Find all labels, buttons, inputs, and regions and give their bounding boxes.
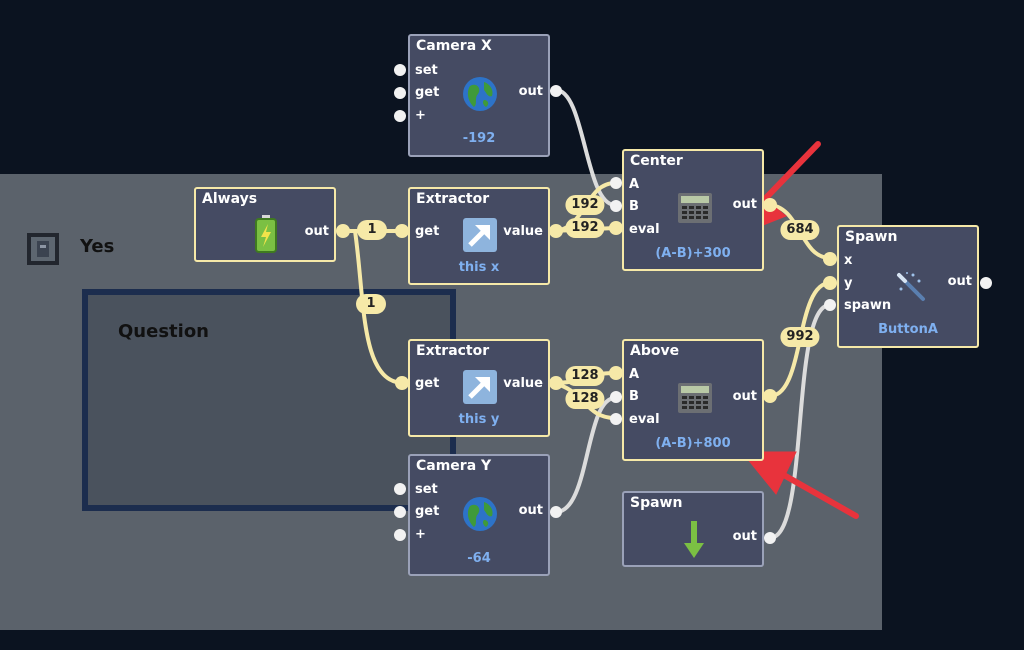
down-arrow-icon	[684, 521, 704, 558]
arrow-up-right-icon	[463, 218, 497, 252]
node-title: Always	[202, 191, 258, 207]
above-eval-port[interactable]	[610, 413, 622, 425]
port-out: out	[732, 529, 757, 544]
object-icon[interactable]	[26, 232, 60, 266]
node-title: Above	[630, 343, 680, 359]
port-get: get	[415, 376, 440, 391]
wire-value-above-a: 128	[565, 366, 605, 386]
camera-y-out-port[interactable]	[550, 506, 562, 518]
calculator-icon	[678, 193, 712, 223]
wire-value-always-branch: 1	[356, 294, 386, 314]
wire-value-center-b: 192	[565, 218, 605, 238]
wire-value-always-out: 1	[357, 220, 387, 240]
port-set: set	[415, 63, 438, 78]
question-panel[interactable]: Question	[82, 289, 456, 511]
camera-x-node[interactable]: Camera X set get + out -192	[408, 34, 550, 157]
globe-icon	[463, 497, 497, 531]
node-title: Center	[630, 153, 683, 169]
port-plus: +	[415, 527, 426, 542]
port-get: get	[415, 85, 440, 100]
camera-y-value: -64	[467, 551, 491, 566]
wand-icon	[897, 272, 925, 301]
center-b-port[interactable]	[610, 200, 622, 212]
node-title: Spawn	[845, 229, 898, 245]
spawn-trigger-out-port[interactable]	[764, 532, 776, 544]
extractor-y-node[interactable]: Extractor get value this y	[408, 339, 550, 437]
wire-value-center-a: 192	[565, 195, 605, 215]
port-value: value	[503, 224, 543, 239]
above-b-port[interactable]	[610, 391, 622, 403]
extractor-y-value: this y	[458, 412, 500, 427]
node-title: Camera Y	[416, 458, 492, 474]
port-spawn: spawn	[844, 298, 892, 313]
spawn-a-x-port[interactable]	[823, 252, 837, 266]
camera-x-get-port[interactable]	[394, 87, 406, 99]
above-a-port[interactable]	[609, 366, 623, 380]
camera-y-get-port[interactable]	[394, 506, 406, 518]
wire-value-above-b: 128	[565, 389, 605, 409]
spawn-a-value: ButtonA	[878, 322, 938, 337]
center-node[interactable]: Center A B eval out (A-B)+300	[622, 149, 764, 271]
always-out-port[interactable]	[336, 224, 350, 238]
spawn-a-spawn-port[interactable]	[824, 299, 836, 311]
battery-icon	[255, 215, 277, 253]
port-out: out	[518, 84, 543, 99]
port-b: B	[629, 389, 639, 404]
camera-x-value: -192	[462, 131, 496, 146]
camera-x-plus-port[interactable]	[394, 110, 406, 122]
extractor-y-value-port[interactable]	[549, 376, 563, 390]
camera-y-node[interactable]: Camera Y set get + out -64	[408, 454, 550, 576]
port-out: out	[732, 197, 757, 212]
above-out-port[interactable]	[763, 389, 777, 403]
above-node[interactable]: Above A B eval out (A-B)+800	[622, 339, 764, 461]
extractor-x-get-port[interactable]	[395, 224, 409, 238]
port-get: get	[415, 504, 440, 519]
port-eval: eval	[629, 222, 660, 237]
extractor-x-value: this x	[458, 260, 500, 275]
bottom-strip	[0, 630, 1024, 650]
node-title: Extractor	[416, 191, 490, 207]
camera-x-set-port[interactable]	[394, 64, 406, 76]
camera-y-set-port[interactable]	[394, 483, 406, 495]
spawn-trigger-node[interactable]: Spawn out	[622, 491, 764, 567]
calculator-icon	[678, 383, 712, 413]
port-out: out	[304, 224, 329, 239]
globe-icon	[463, 77, 497, 111]
center-a-port[interactable]	[610, 177, 622, 189]
port-x: x	[844, 253, 853, 268]
port-set: set	[415, 482, 438, 497]
port-plus: +	[415, 108, 426, 123]
node-title: Spawn	[630, 495, 683, 511]
center-out-port[interactable]	[763, 198, 777, 212]
always-node[interactable]: Always out	[194, 187, 336, 262]
port-y: y	[844, 276, 853, 291]
camera-x-out-port[interactable]	[550, 85, 562, 97]
port-get: get	[415, 224, 440, 239]
above-value: (A-B)+800	[655, 436, 731, 451]
port-eval: eval	[629, 412, 660, 427]
spawn-a-y-port[interactable]	[823, 276, 837, 290]
port-out: out	[518, 503, 543, 518]
spawn-button-a-node[interactable]: Spawn x y spawn out ButtonA	[837, 225, 979, 348]
spawn-a-out-port[interactable]	[980, 277, 992, 289]
wire-value-above-out: 992	[780, 327, 820, 347]
port-out: out	[732, 389, 757, 404]
object-label: Yes	[80, 236, 115, 257]
center-value: (A-B)+300	[655, 246, 731, 261]
wire-value-center-out: 684	[780, 220, 820, 240]
node-title: Camera X	[416, 38, 492, 54]
extractor-x-node[interactable]: Extractor get value this x	[408, 187, 550, 285]
extractor-x-value-port[interactable]	[549, 224, 563, 238]
port-a: A	[629, 367, 640, 382]
port-a: A	[629, 177, 640, 192]
port-value: value	[503, 376, 543, 391]
arrow-up-right-icon	[463, 370, 497, 404]
question-label: Question	[118, 321, 209, 342]
port-out: out	[947, 274, 972, 289]
port-b: B	[629, 199, 639, 214]
extractor-y-get-port[interactable]	[395, 376, 409, 390]
camera-y-plus-port[interactable]	[394, 529, 406, 541]
node-title: Extractor	[416, 343, 490, 359]
center-eval-port[interactable]	[609, 221, 623, 235]
